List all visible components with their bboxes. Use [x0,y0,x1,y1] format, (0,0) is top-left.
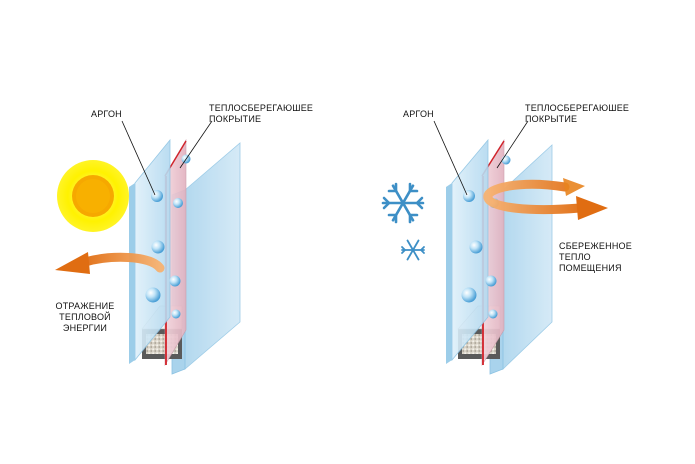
saved-heat-label-line: ПОМЕЩЕНИЯ [559,263,622,273]
reflection-label-line: ТЕПЛОВОЙ [59,312,111,322]
argon-label: АРГОН [91,109,122,119]
coating-label-line: ПОКРЫТИЕ [209,114,262,124]
coating-label: ТЕПЛОСБЕРЕГАЮШЕЕ ПОКРЫТИЕ [209,103,313,125]
window-unit-right [446,138,553,375]
coating-label-line: ТЕПЛОСБЕРЕГАЮШЕЕ [525,103,630,113]
window-unit-left [129,138,241,375]
reflection-label: ОТРАЖЕНИЕ ТЕПЛОВОЙ ЭНЕРГИИ [40,301,130,334]
snowflake-icon [381,182,425,224]
right-panel [381,120,608,375]
sun-icon [57,160,129,232]
reflection-label-line: ОТРАЖЕНИЕ [55,301,115,311]
argon-label: АРГОН [403,109,434,119]
coating-label: ТЕПЛОСБЕРЕГАЮШЕЕ ПОКРЫТИЕ [525,103,629,125]
curved-arrow-icon [55,252,165,274]
left-panel [55,120,241,375]
argon-bubble-icon [145,154,191,319]
coating-label-line: ТЕПЛОСБЕРЕГАЮШЕЕ [209,103,314,113]
coating-label-line: ПОКРЫТИЕ [525,114,578,124]
snowflake-icon [401,239,425,261]
saved-heat-label: СБЕРЕЖЕННОЕ ТЕПЛО ПОМЕЩЕНИЯ [559,241,632,274]
curved-arrow-icon [483,178,608,220]
reflection-label-line: ЭНЕРГИИ [62,323,108,333]
saved-heat-label-line: ТЕПЛО [559,252,591,262]
saved-heat-label-line: СБЕРЕЖЕННОЕ [559,241,632,251]
